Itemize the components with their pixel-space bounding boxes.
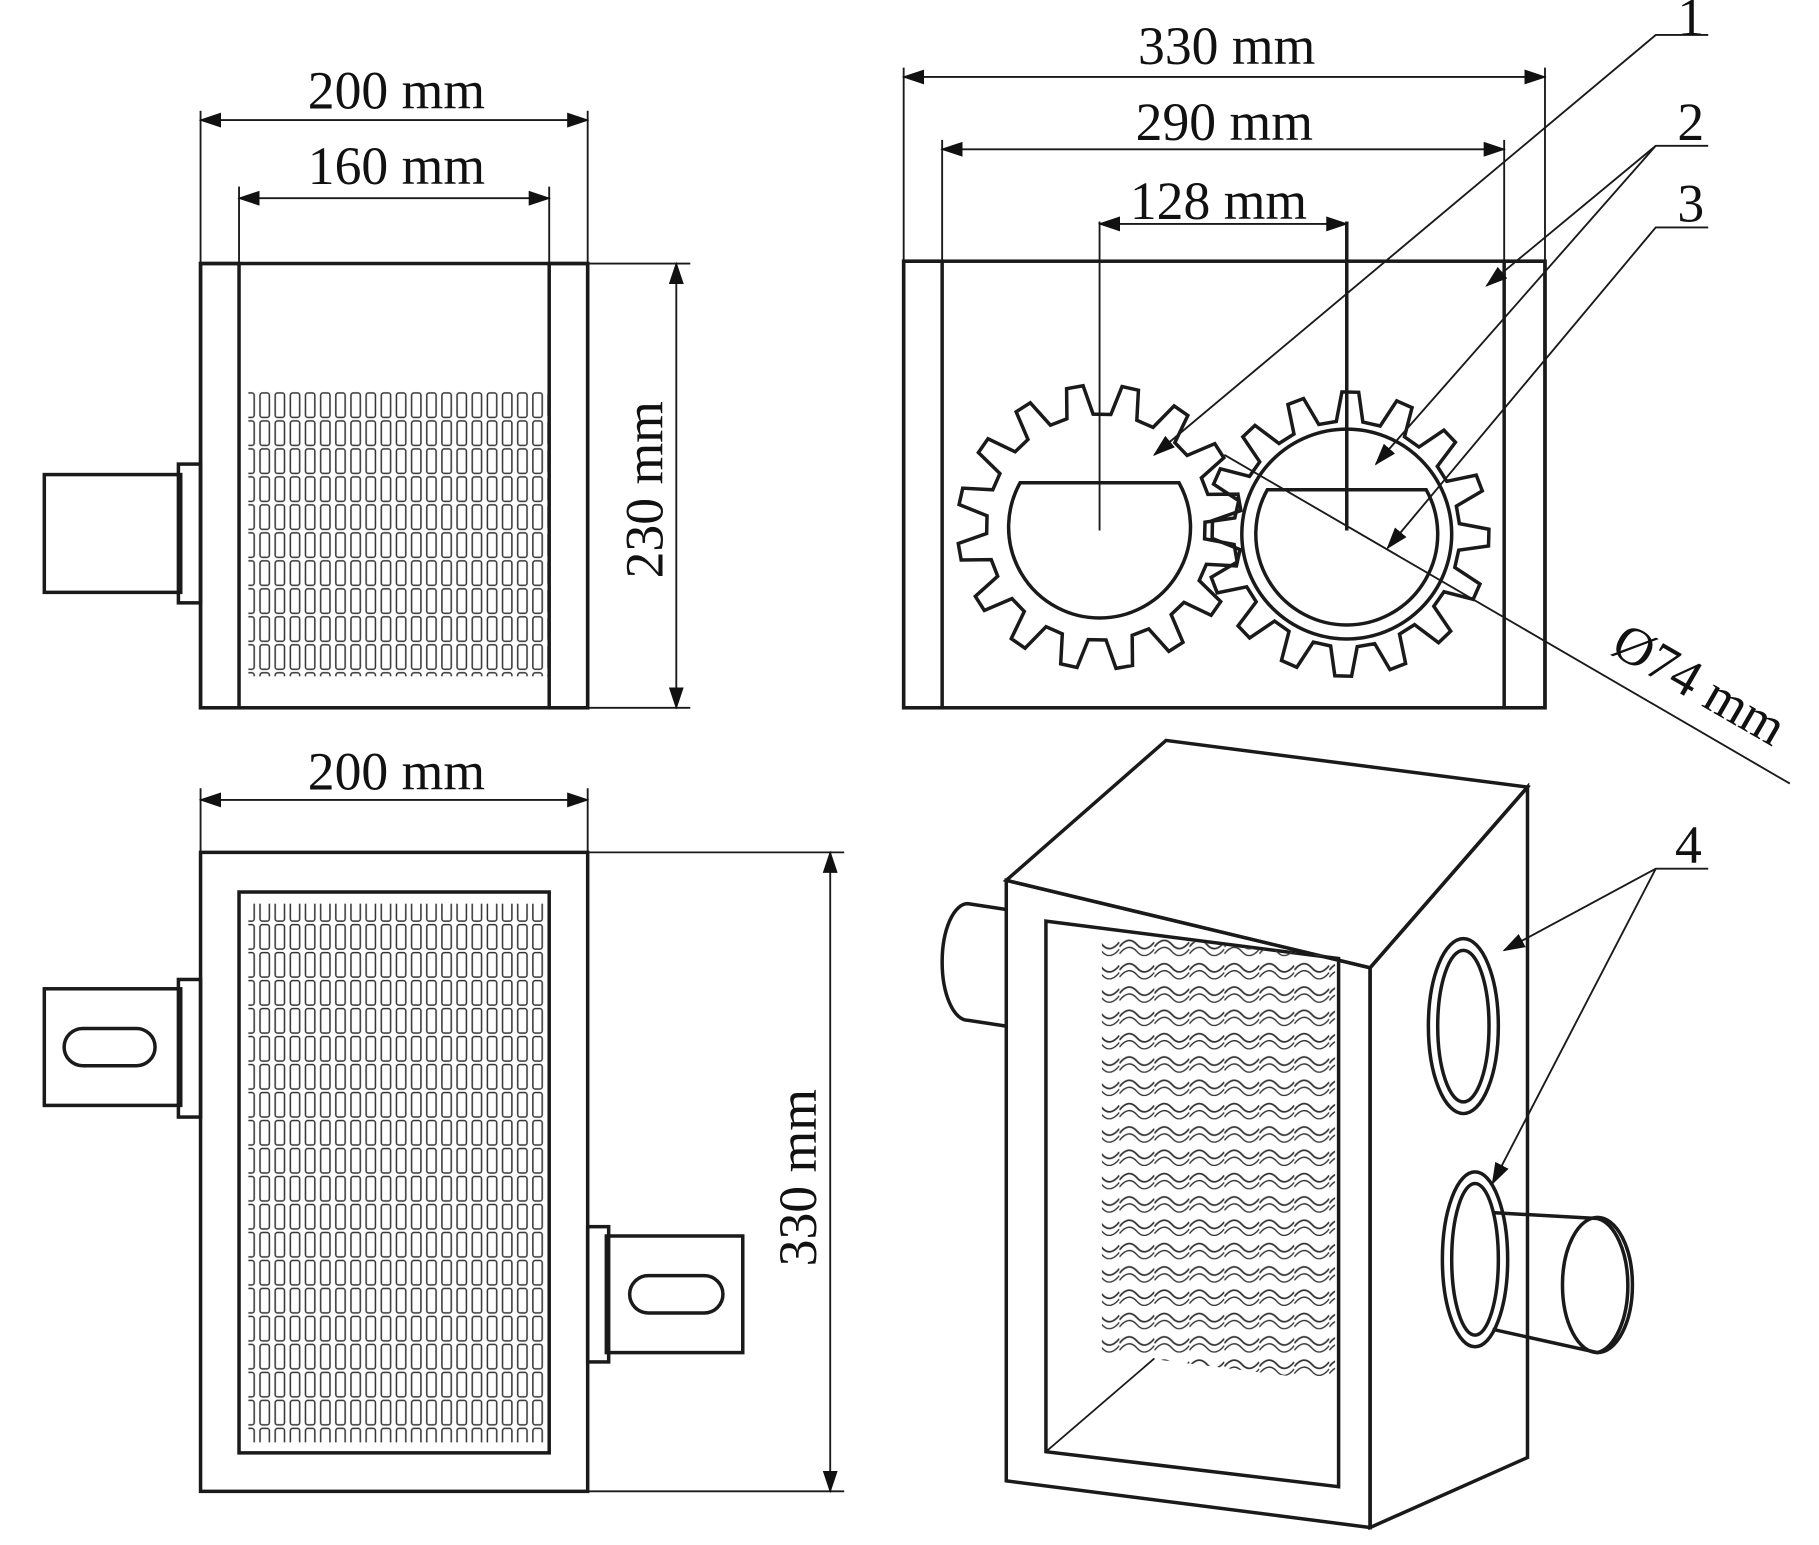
left-rotor-shaft	[1006, 480, 1193, 620]
shredder-rotors	[956, 383, 1491, 679]
callout-3: 3	[1677, 174, 1704, 234]
shaft-distance-label: 128 mm	[1130, 171, 1307, 231]
section-width-inner-label: 290 mm	[1136, 92, 1313, 152]
callout-2: 2	[1677, 92, 1704, 152]
section-width-outer-label: 330 mm	[1138, 16, 1315, 76]
front-view: 200 mm 160 mm 230 mm	[42, 60, 691, 710]
top-view: 200 mm 330 mm	[42, 741, 845, 1494]
isometric-view: 4	[940, 738, 1709, 1531]
front-width-inner-label: 160 mm	[308, 136, 485, 196]
diameter-label: Ø74 mm	[1603, 611, 1797, 758]
front-height-label: 230 mm	[614, 401, 674, 578]
left-rotor-teeth	[956, 383, 1243, 671]
callout-4: 4	[1675, 815, 1702, 875]
callout-1: 1	[1677, 0, 1704, 47]
top-width-label: 200 mm	[308, 741, 485, 801]
front-width-outer-label: 200 mm	[308, 60, 485, 120]
section-view: 330 mm 290 mm 128 mm Ø74 mm 1 2 3	[901, 0, 1797, 785]
right-rotor-teeth	[1202, 390, 1491, 679]
right-rotor-shaft	[1254, 487, 1440, 627]
top-length-label: 330 mm	[768, 1089, 828, 1266]
